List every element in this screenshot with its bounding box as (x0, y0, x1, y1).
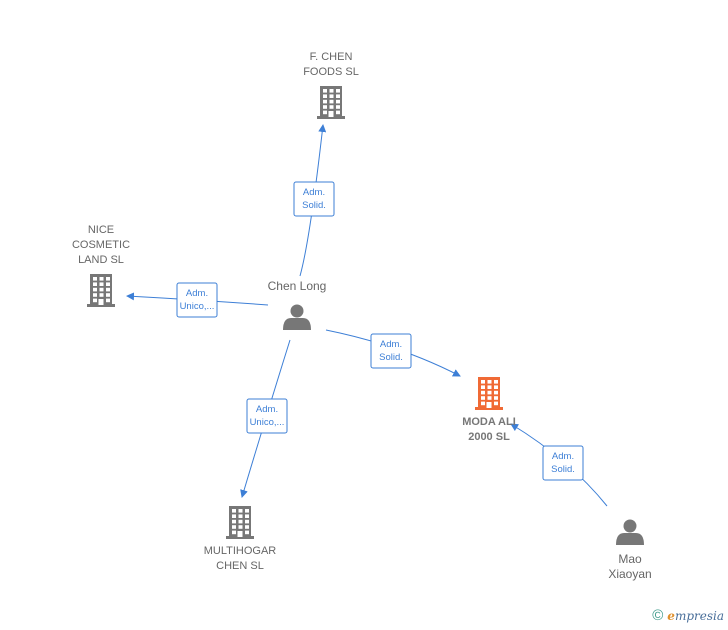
node-label: F. CHEN (310, 51, 353, 63)
edge-line (299, 124, 327, 277)
node-nice[interactable]: NICE COSMETIC LAND SL (72, 224, 130, 307)
edge-label-line: Adm. (256, 404, 278, 415)
edge-label-box[interactable] (246, 398, 288, 434)
edge-chenlong-nice[interactable]: Adm. Unico,... (126, 282, 269, 318)
edges-layer: Adm. Solid. Adm. Unico,... Adm. Solid. Adm. Uni… (126, 124, 608, 507)
edge-chenlong-multihogar[interactable]: Adm. Unico,... (240, 339, 291, 498)
node-label: Chen Long (268, 279, 327, 293)
node-label: Mao (618, 552, 642, 566)
edge-label-line: Adm. (303, 187, 325, 198)
building-icon (226, 506, 254, 539)
edge-label-line: Adm. (552, 451, 574, 462)
node-label: Xiaoyan (608, 567, 651, 581)
edge-label-line: Unico,... (180, 301, 215, 312)
building-icon (475, 377, 503, 410)
node-fchen[interactable]: F. CHEN FOODS SL (303, 51, 359, 119)
node-label: NICE (88, 224, 114, 236)
edge-label-box[interactable] (542, 445, 584, 481)
node-label: 2000 SL (468, 431, 510, 443)
node-label: MODA ALI (462, 416, 516, 428)
node-multihogar[interactable]: MULTIHOGAR CHEN SL (204, 506, 277, 572)
copyright-symbol: © (652, 607, 664, 624)
node-label: CHEN SL (216, 560, 264, 572)
edge-label-line: Adm. (380, 339, 402, 350)
node-moda[interactable]: MODA ALI 2000 SL (462, 377, 516, 443)
edge-label-box[interactable] (370, 333, 412, 369)
edge-label-line: Unico,... (250, 417, 285, 428)
node-label: MULTIHOGAR (204, 545, 277, 557)
person-icon (616, 519, 644, 545)
edge-label-line: Solid. (302, 200, 326, 211)
edge-label-line: Adm. (186, 288, 208, 299)
nodes-layer: F. CHEN FOODS SL NICE COSMETIC LAND SL MODA A… (72, 51, 652, 581)
brand-logo[interactable]: empresia (667, 608, 724, 623)
person-icon (283, 304, 311, 330)
edge-chenlong-moda[interactable]: Adm. Solid. (325, 329, 461, 377)
node-label: COSMETIC (72, 239, 130, 251)
edge-label-line: Solid. (379, 352, 403, 363)
edge-label-box[interactable] (293, 181, 335, 217)
node-label: FOODS SL (303, 66, 359, 78)
edge-mao-moda[interactable]: Adm. Solid. (510, 423, 608, 507)
edge-label-line: Solid. (551, 464, 575, 475)
building-icon (317, 86, 345, 119)
node-chenlong[interactable]: Chen Long (268, 279, 327, 330)
edge-chenlong-fchen[interactable]: Adm. Solid. (293, 124, 335, 277)
building-icon (87, 274, 115, 307)
edge-label-box[interactable] (176, 282, 218, 318)
copyright-footer: © empresia (652, 607, 724, 624)
node-label: LAND SL (78, 254, 124, 266)
